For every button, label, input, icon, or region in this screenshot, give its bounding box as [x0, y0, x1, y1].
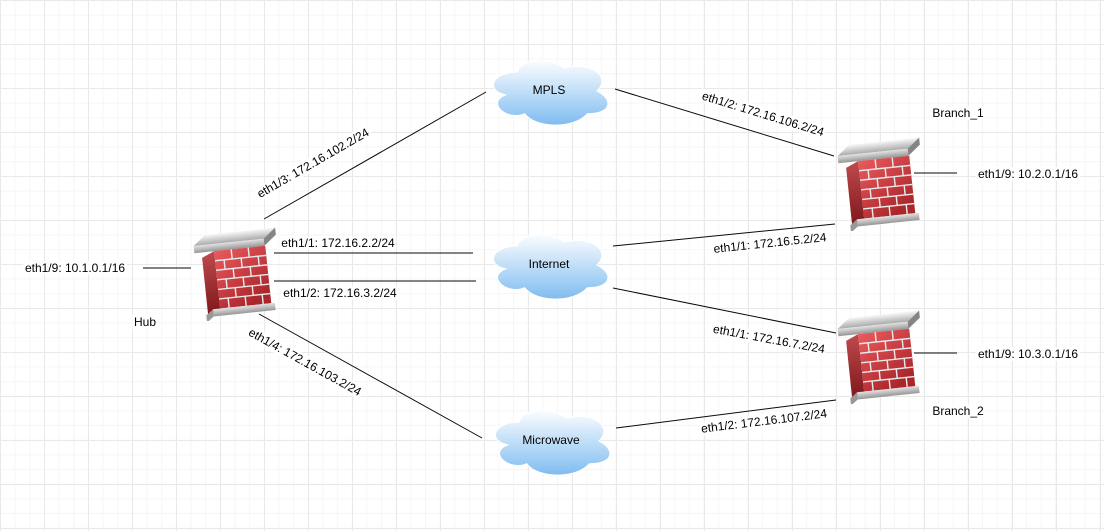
link-internet-branch2[interactable]	[612, 287, 837, 334]
firewall-icon	[835, 130, 927, 231]
microwave-cloud-node[interactable]: Microwave	[487, 403, 615, 479]
internet-cloud-node[interactable]: Internet	[485, 227, 613, 303]
link-microwave-branch2[interactable]	[615, 399, 837, 429]
link-label-hub-internet-eth1-1: eth1/1: 172.16.2.2/24	[279, 236, 397, 250]
link-internet-branch1[interactable]	[612, 223, 836, 247]
branch2-name-label: Branch_2	[930, 404, 986, 418]
mpls-cloud-node[interactable]: MPLS	[485, 53, 613, 129]
branch2-firewall-node[interactable]	[835, 303, 927, 404]
branch1-lan-interface-label: eth1/9: 10.2.0.1/16	[975, 167, 1081, 181]
hub-name-label: Hub	[131, 315, 159, 329]
firewall-icon	[835, 303, 927, 404]
link-mpls-branch1[interactable]	[614, 88, 835, 157]
firewall-icon	[191, 220, 283, 321]
mpls-label: MPLS	[532, 83, 566, 97]
microwave-label: Microwave	[522, 433, 580, 447]
internet-label: Internet	[528, 257, 570, 271]
link-label-hub-internet-eth1-2: eth1/2: 172.16.3.2/24	[281, 286, 399, 300]
hub-firewall-node[interactable]	[191, 220, 283, 321]
branch2-lan-interface-label: eth1/9: 10.3.0.1/16	[975, 347, 1081, 361]
branch1-name-label: Branch_1	[930, 106, 986, 120]
hub-lan-interface-label: eth1/9: 10.1.0.1/16	[22, 261, 128, 275]
link-hub-microwave[interactable]	[258, 313, 483, 439]
branch1-firewall-node[interactable]	[835, 130, 927, 231]
link-hub-mpls[interactable]	[263, 91, 487, 220]
